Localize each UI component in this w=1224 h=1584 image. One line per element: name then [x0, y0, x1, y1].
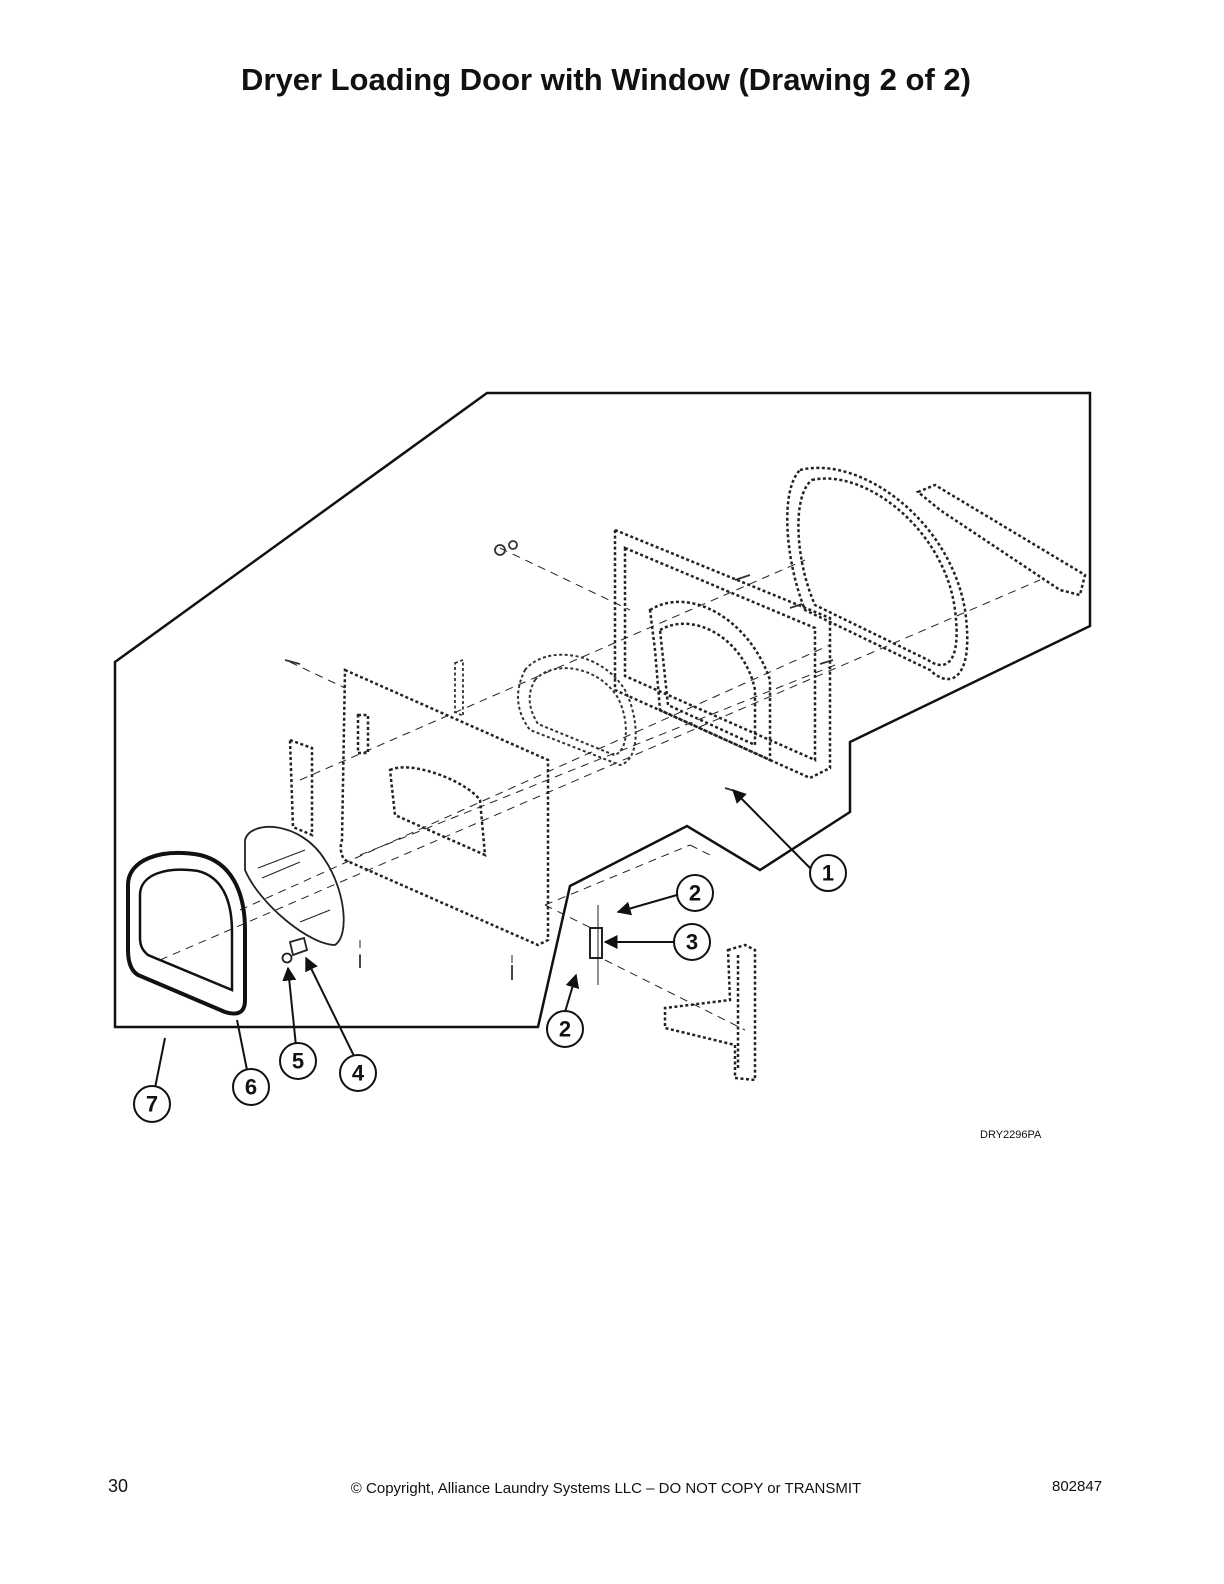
handle-bracket — [288, 738, 314, 837]
inner-window-frame — [517, 653, 637, 767]
page-title: Dryer Loading Door with Window (Drawing … — [241, 62, 971, 97]
svg-text:3: 3 — [686, 930, 698, 955]
glass-window — [244, 826, 345, 946]
callout-2-upper: 2 — [676, 874, 714, 912]
svg-text:1: 1 — [822, 861, 834, 886]
small-hardware — [284, 540, 834, 980]
callout-leaders — [154, 789, 811, 1089]
callout-2-lower: 2 — [546, 1010, 584, 1048]
hinge-bracket — [663, 943, 757, 1082]
callout-1: 1 — [809, 854, 847, 892]
callout-5: 5 — [279, 1042, 317, 1080]
clip-and-nut — [281, 936, 309, 964]
svg-text:7: 7 — [146, 1092, 158, 1117]
svg-text:2: 2 — [689, 881, 701, 906]
page-number: 30 — [108, 1476, 129, 1496]
svg-text:4: 4 — [352, 1061, 365, 1086]
hinge-assembly — [589, 905, 603, 985]
callout-3: 3 — [673, 923, 711, 961]
callout-7: 7 — [133, 1085, 171, 1123]
drawing-number: DRY2296PA — [980, 1129, 1042, 1141]
callout-6: 6 — [232, 1068, 270, 1106]
front-door-panel — [339, 668, 550, 947]
svg-text:2: 2 — [559, 1017, 571, 1042]
callout-4: 4 — [339, 1054, 377, 1092]
document-number: 802847 — [1052, 1478, 1103, 1495]
rear-door-shell — [613, 528, 832, 780]
window-trim-ring — [126, 851, 247, 1016]
assembly-boundary — [113, 391, 1092, 1029]
copyright-notice: © Copyright, Alliance Laundry Systems LL… — [350, 1480, 862, 1497]
svg-text:6: 6 — [245, 1075, 257, 1100]
rear-gasket — [786, 466, 1087, 681]
svg-text:5: 5 — [292, 1049, 304, 1074]
